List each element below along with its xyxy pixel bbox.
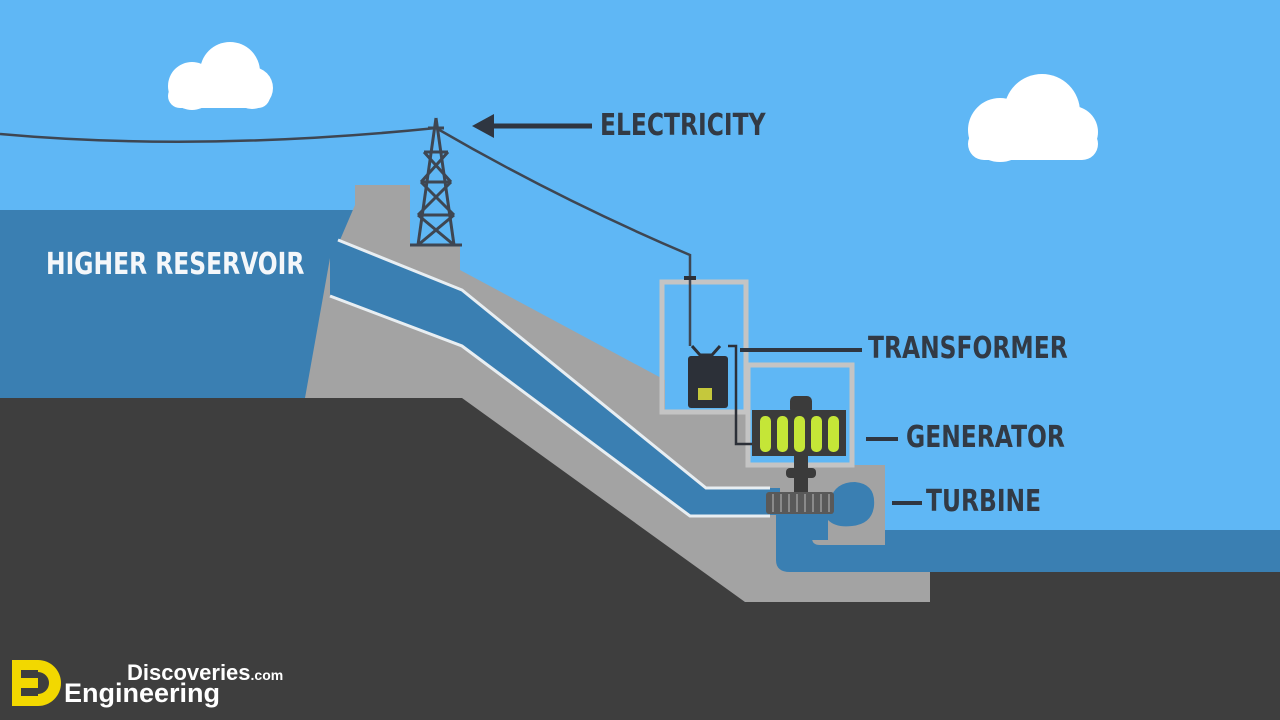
cloud-right-icon	[968, 74, 1098, 162]
watermark-brand-word: Discoveries	[127, 660, 251, 685]
generator-icon	[752, 396, 846, 496]
higher-reservoir-label: HIGHER RESERVOIR	[46, 247, 305, 282]
transformer-label: TRANSFORMER	[868, 331, 1068, 366]
transmission-line-right	[435, 126, 692, 346]
ground	[0, 398, 1280, 720]
watermark-brand-bottom: Engineering	[64, 678, 221, 708]
transmission-line-left	[0, 126, 437, 143]
watermark-brand-suffix: .com	[250, 667, 284, 683]
turbine-outlet	[812, 482, 875, 540]
penstock	[330, 240, 780, 515]
penstock-edge-bottom	[329, 294, 770, 518]
higher-reservoir-water	[0, 210, 370, 400]
turbine-icon	[766, 492, 834, 514]
turbine-label: TURBINE	[926, 484, 1042, 519]
generator-label: GENERATOR	[906, 420, 1065, 455]
electricity-label: ELECTRICITY	[600, 108, 766, 143]
cloud-left-icon	[168, 42, 273, 110]
generator-wire	[728, 344, 756, 446]
lower-outflow-water	[776, 500, 1280, 572]
watermark-brand-top: Discoveries.com	[127, 660, 283, 686]
penstock-edge-top	[337, 238, 770, 490]
transformer-housing	[659, 279, 749, 415]
ed-logo-icon	[12, 660, 61, 706]
electricity-arrow-icon	[472, 114, 592, 138]
transmission-tower-icon	[410, 117, 462, 247]
transformer-icon	[684, 276, 728, 408]
